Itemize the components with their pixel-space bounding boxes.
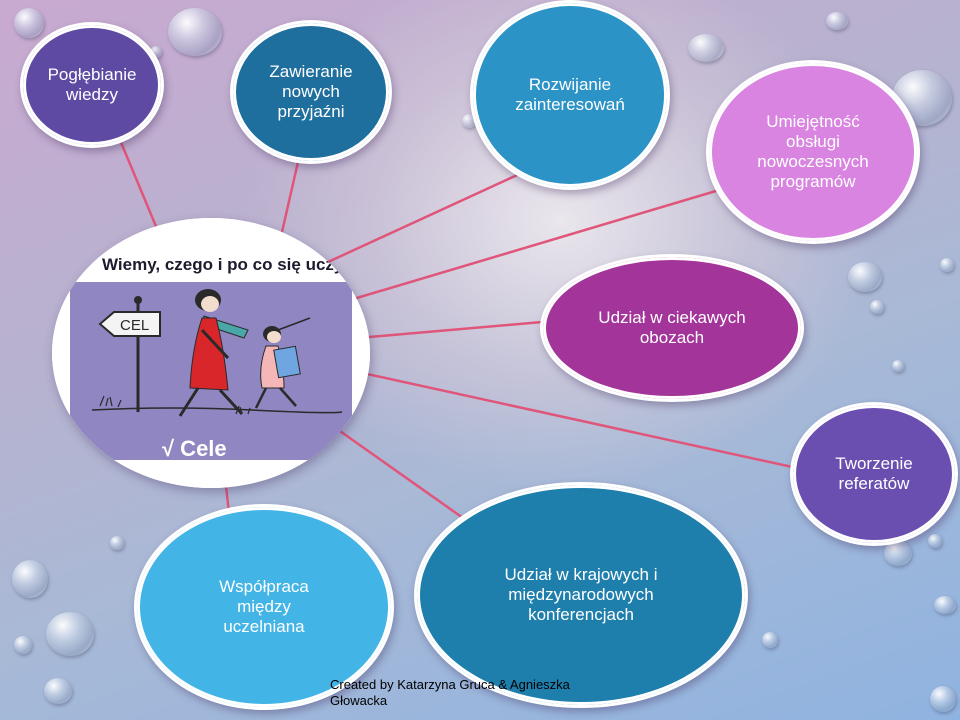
walking-figure-icon <box>178 289 249 417</box>
water-drop <box>762 632 778 648</box>
bubble-udzial-w-obozach: Udział w ciekawych obozach <box>540 254 804 402</box>
water-drop <box>12 560 48 598</box>
bubble-udzial-w-konferencjach: Udział w krajowych i międzynarodowych ko… <box>414 482 748 708</box>
bubble-text: przyjaźni <box>277 102 345 121</box>
bubble-text: Współpraca <box>219 577 309 596</box>
bubble-text: Rozwijanie <box>528 75 612 94</box>
center-illustration: Wiemy, czego i po co się uczymy CEL <box>52 218 370 488</box>
water-drop <box>168 8 222 56</box>
bubble-text: uczelniana <box>223 617 305 636</box>
credit-line: Głowacka <box>330 693 388 708</box>
bubble-rozwijanie-zainteresowan: Rozwijanie zainteresowań <box>470 0 670 190</box>
bubble-zawieranie-przyjazni: Zawieranie nowych przyjaźni <box>230 20 392 164</box>
child-figure-icon <box>254 317 311 409</box>
connector-referaty <box>357 370 807 472</box>
bubble-text: Umiejętność <box>766 112 860 131</box>
water-drop <box>826 12 848 30</box>
bubble-poglebianie-wiedzy: Pogłębianie wiedzy <box>20 22 164 148</box>
water-drop <box>930 686 956 712</box>
bubble-text: Tworzenie <box>835 454 913 473</box>
connector-umiejetnosc <box>349 186 727 302</box>
credit-line: Created by Katarzyna Gruca & Agnieszka <box>330 677 570 692</box>
bubble-text: międzynarodowych <box>508 585 654 604</box>
water-drop <box>14 636 32 654</box>
water-drop <box>934 596 956 614</box>
signpost-label: CEL <box>120 317 149 334</box>
credit-text: Created by Katarzyna Gruca & Agnieszka G… <box>330 677 600 709</box>
bubble-tworzenie-referatow: Tworzenie referatów <box>790 402 958 546</box>
water-drop <box>46 612 94 656</box>
bubble-text: wiedzy <box>66 85 118 104</box>
water-drop <box>688 34 724 62</box>
water-drop <box>870 300 884 314</box>
bubble-text: konferencjach <box>528 605 634 624</box>
illustration-headline: Wiemy, czego i po co się uczymy <box>102 255 368 274</box>
bubble-text: obsługi <box>786 132 840 151</box>
cartoon-illustration: Wiemy, czego i po co się uczymy CEL <box>52 218 370 488</box>
bubble-wspolpraca-uczelniana: Współpraca między uczelniana <box>134 504 394 710</box>
bubble-text: programów <box>770 172 856 191</box>
bubble-text: obozach <box>639 328 705 347</box>
water-drop <box>110 536 124 550</box>
signpost-icon <box>98 311 161 337</box>
bubble-text: Pogłębianie <box>47 65 137 84</box>
bubble-text: Zawieranie <box>269 62 353 81</box>
bubble-text: referatów <box>838 474 910 493</box>
bubble-text: Udział w ciekawych <box>598 308 746 327</box>
bubble-text: nowoczesnych <box>757 152 869 171</box>
water-drop <box>14 8 44 38</box>
bubble-text: zainteresowań <box>515 95 625 114</box>
bubble-text: między <box>237 597 291 616</box>
water-drop <box>940 258 954 272</box>
bubble-text: Udział w krajowych i <box>504 565 658 584</box>
water-drop <box>44 678 72 704</box>
bubble-umiejetnosc-programow: Umiejętność obsługi nowoczesnych program… <box>706 60 920 244</box>
water-drop <box>892 360 904 372</box>
connector-obozy <box>357 320 543 340</box>
bubble-text: nowych <box>282 82 340 101</box>
water-drop <box>928 534 942 548</box>
illustration-footer: √ Cele <box>162 436 227 461</box>
water-drop <box>848 262 882 292</box>
